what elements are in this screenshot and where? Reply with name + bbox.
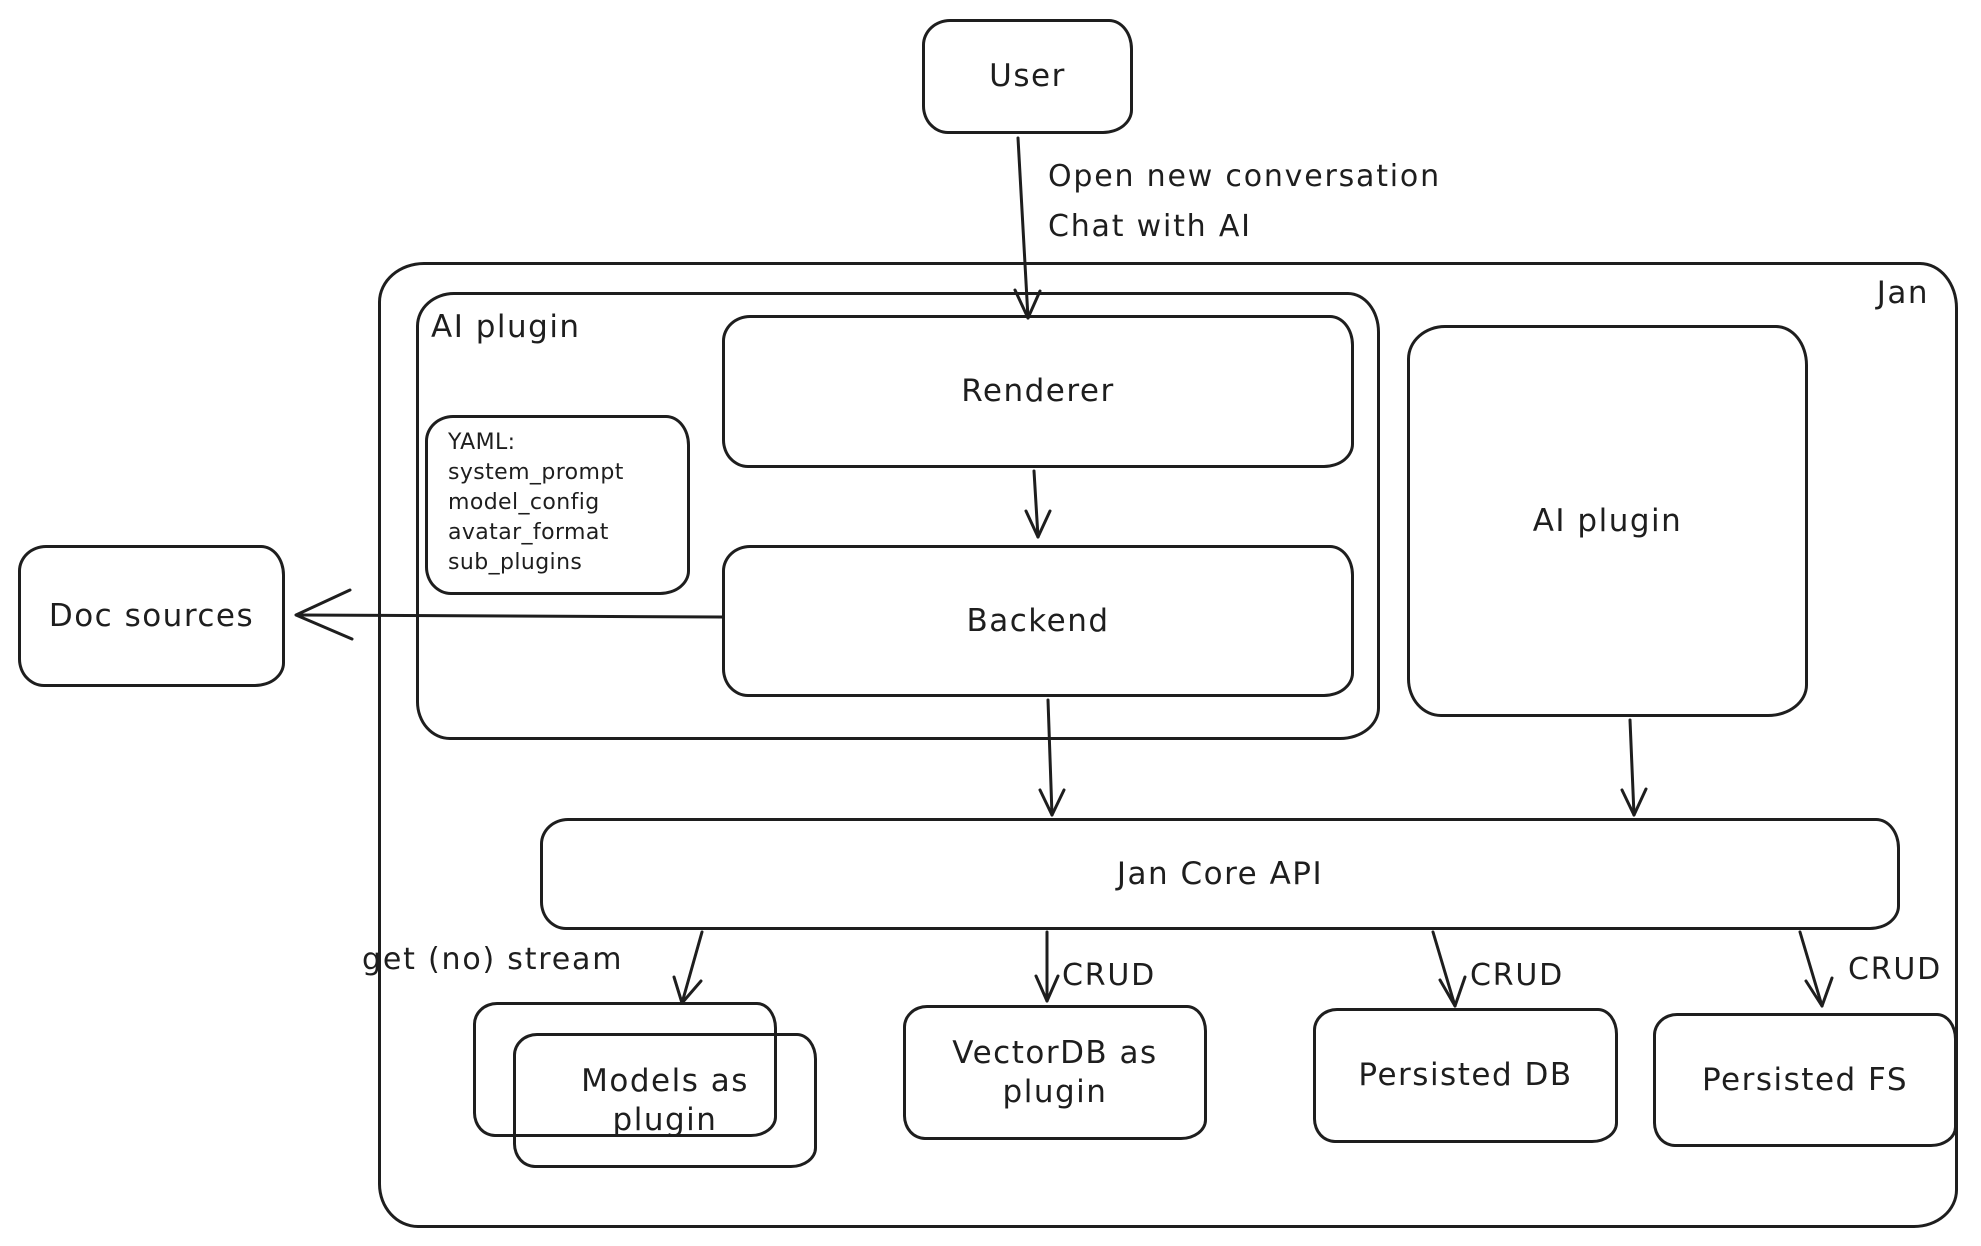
node-doc-sources[interactable]: Doc sources bbox=[18, 545, 285, 687]
edge-label-get-no-stream: get (no) stream bbox=[362, 942, 624, 977]
node-renderer-label: Renderer bbox=[961, 373, 1115, 410]
node-backend[interactable]: Backend bbox=[722, 545, 1354, 697]
node-backend-label: Backend bbox=[966, 602, 1110, 639]
node-models-as-plugin[interactable]: Models as plugin bbox=[513, 1033, 817, 1168]
node-persisted-db-label: Persisted DB bbox=[1358, 1057, 1573, 1094]
node-vectordb-as-plugin[interactable]: VectorDB as plugin bbox=[903, 1005, 1207, 1140]
node-user-label: User bbox=[989, 58, 1066, 95]
jan-container-label: Jan bbox=[1876, 275, 1929, 311]
yaml-note[interactable]: YAML: system_prompt model_config avatar_… bbox=[425, 415, 690, 595]
node-models-as-plugin-back[interactable] bbox=[473, 1002, 777, 1137]
yaml-line: model_config bbox=[448, 490, 600, 515]
yaml-line: YAML: bbox=[448, 430, 516, 455]
jan-container[interactable]: Jan bbox=[378, 262, 1958, 1228]
node-models-as-plugin-label: Models as plugin bbox=[581, 1062, 749, 1138]
node-user[interactable]: User bbox=[922, 19, 1133, 134]
node-vectordb-as-plugin-label: VectorDB as plugin bbox=[952, 1034, 1158, 1110]
node-doc-sources-label: Doc sources bbox=[48, 597, 255, 634]
edge-label-crud-fs: CRUD bbox=[1848, 952, 1943, 987]
node-ai-plugin[interactable]: AI plugin bbox=[1407, 325, 1808, 717]
node-renderer[interactable]: Renderer bbox=[722, 315, 1354, 468]
node-persisted-db[interactable]: Persisted DB bbox=[1313, 1008, 1618, 1143]
edge-label-user-flow-line1: Open new conversation bbox=[1048, 159, 1441, 194]
edge-label-crud-db: CRUD bbox=[1470, 958, 1565, 993]
edge-label-user-flow-line2: Chat with AI bbox=[1048, 209, 1252, 244]
node-jan-core-api[interactable]: Jan Core API bbox=[540, 818, 1900, 930]
node-persisted-fs-label: Persisted FS bbox=[1701, 1061, 1909, 1098]
node-persisted-fs[interactable]: Persisted FS bbox=[1653, 1013, 1957, 1147]
ai-plugin-group-label: AI plugin bbox=[431, 309, 581, 345]
ai-plugin-group[interactable]: AI plugin bbox=[416, 292, 1380, 740]
yaml-line: system_prompt bbox=[448, 460, 624, 485]
edge-label-user-flow: Open new conversation Chat with AI bbox=[1048, 152, 1441, 252]
edge-label-crud-vectordb: CRUD bbox=[1062, 958, 1157, 993]
node-jan-core-api-label: Jan Core API bbox=[1116, 855, 1324, 892]
yaml-line: avatar_format bbox=[448, 520, 609, 545]
node-ai-plugin-label: AI plugin bbox=[1532, 502, 1683, 539]
yaml-line: sub_plugins bbox=[448, 550, 583, 575]
